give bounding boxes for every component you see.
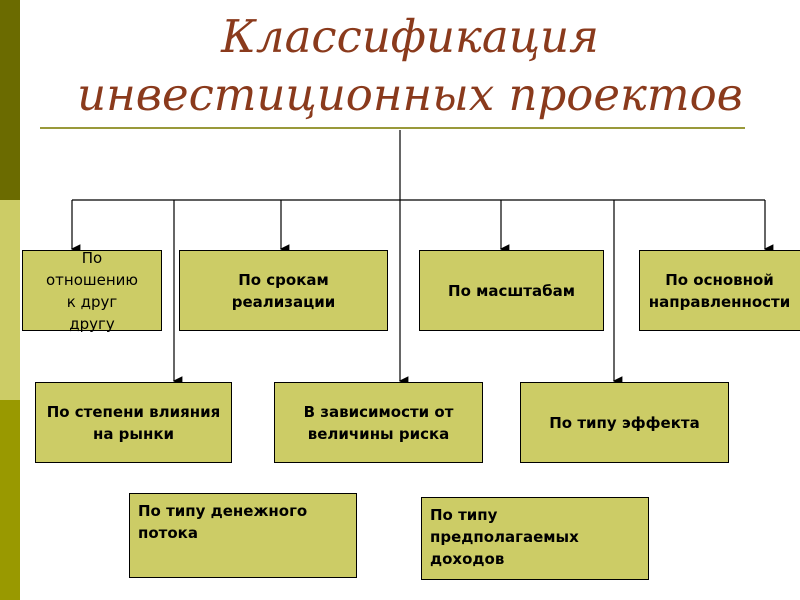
decor-strip-mid bbox=[0, 400, 20, 600]
slide-title-line1: Классификация bbox=[221, 10, 599, 63]
box-risk: В зависимости от величины риска bbox=[274, 382, 483, 463]
title-divider bbox=[40, 127, 745, 129]
box-expected-income: По типу предполагаемых доходов bbox=[421, 497, 649, 580]
box-effect-type: По типу эффекта bbox=[520, 382, 729, 463]
box-relation: По отношению к друг другу bbox=[22, 249, 162, 333]
box-market-influence: По степени влияния на рынки bbox=[35, 382, 232, 463]
decor-strip-dark bbox=[0, 0, 20, 200]
box-direction: По основной направленности bbox=[639, 250, 800, 331]
box-terms: По срокам реализации bbox=[179, 250, 388, 331]
box-cash-flow: По типу денежного потока bbox=[129, 493, 357, 578]
decor-strip-light bbox=[0, 200, 20, 400]
box-scale: По масштабам bbox=[419, 250, 604, 331]
slide-title-line2: инвестиционных проектов bbox=[77, 68, 743, 121]
